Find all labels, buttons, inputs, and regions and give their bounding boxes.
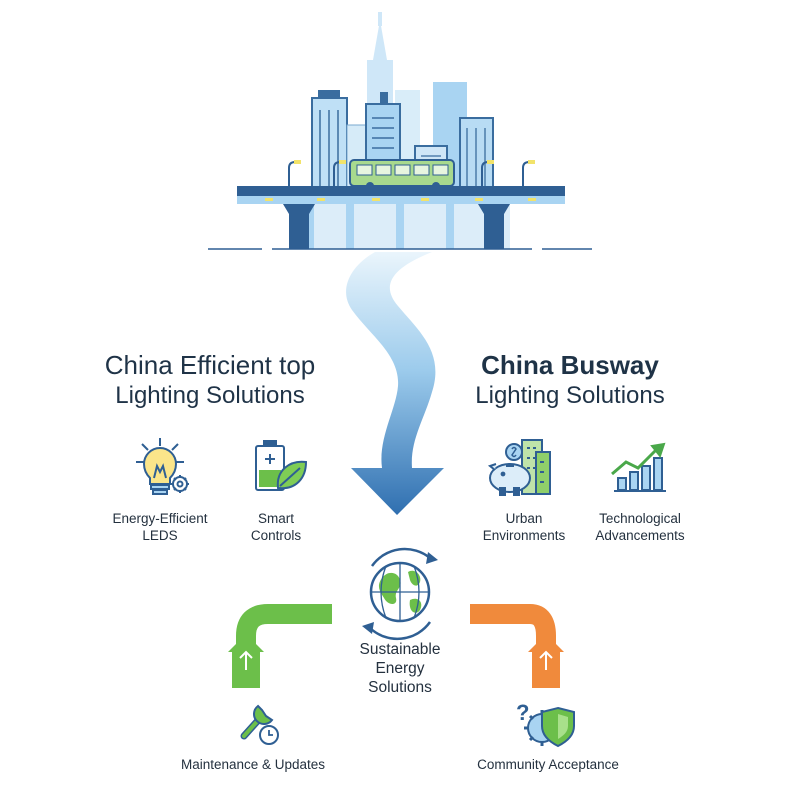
right-title-line1: China Busway: [481, 350, 659, 380]
right-title-line2: Lighting Solutions: [475, 382, 665, 409]
globe-cycle-icon: [362, 547, 438, 641]
wrench-clock-icon: [240, 704, 279, 745]
elevated-busway-bridge: [208, 186, 592, 250]
feature-label-line1: Urban: [505, 511, 543, 526]
center-label-line3: Solutions: [368, 679, 432, 696]
battery-leaf-icon: [255, 440, 308, 491]
feature-energy-efficient-leds: Energy-Efficient LEDS: [90, 510, 230, 544]
svg-text:?: ?: [516, 700, 529, 725]
piggy-bank-buildings-icon: [487, 439, 551, 496]
center-label-line1: Sustainable: [359, 641, 441, 658]
feature-label-line2: Advancements: [595, 528, 685, 543]
left-title-line2: Lighting Solutions: [115, 382, 305, 409]
bus-illustration: [349, 159, 455, 190]
winding-flow-arrow: [346, 252, 444, 515]
left-title-line1: China Efficient top: [104, 350, 316, 380]
feature-label-line1: Smart: [257, 511, 294, 526]
feature-label-line2: Controls: [250, 528, 302, 543]
feature-label-line1: Technological: [599, 511, 681, 526]
street-lights: [288, 161, 530, 186]
feature-smart-controls: Smart Controls: [206, 510, 346, 544]
green-return-arrow: [228, 604, 332, 688]
maintenance-updates-label: Maintenance & Updates: [180, 757, 326, 772]
center-sustainable-energy-label: Sustainable Energy Solutions: [330, 640, 470, 697]
feature-label-line1: Energy-Efficient: [112, 511, 208, 526]
growth-chart-icon: [611, 442, 666, 492]
feature-urban-environments: Urban Environments: [454, 510, 594, 544]
feature-label-line2: Environments: [482, 528, 566, 543]
question-shield-gear-icon: ?: [516, 700, 575, 748]
lightbulb-gear-icon: [136, 438, 189, 495]
feature-technological-advancements: Technological Advancements: [570, 510, 710, 544]
community-acceptance-label: Community Acceptance: [477, 757, 619, 772]
orange-return-arrow: [470, 604, 564, 688]
center-label-line2: Energy: [375, 660, 425, 677]
feature-label-line2: LEDS: [142, 528, 178, 543]
